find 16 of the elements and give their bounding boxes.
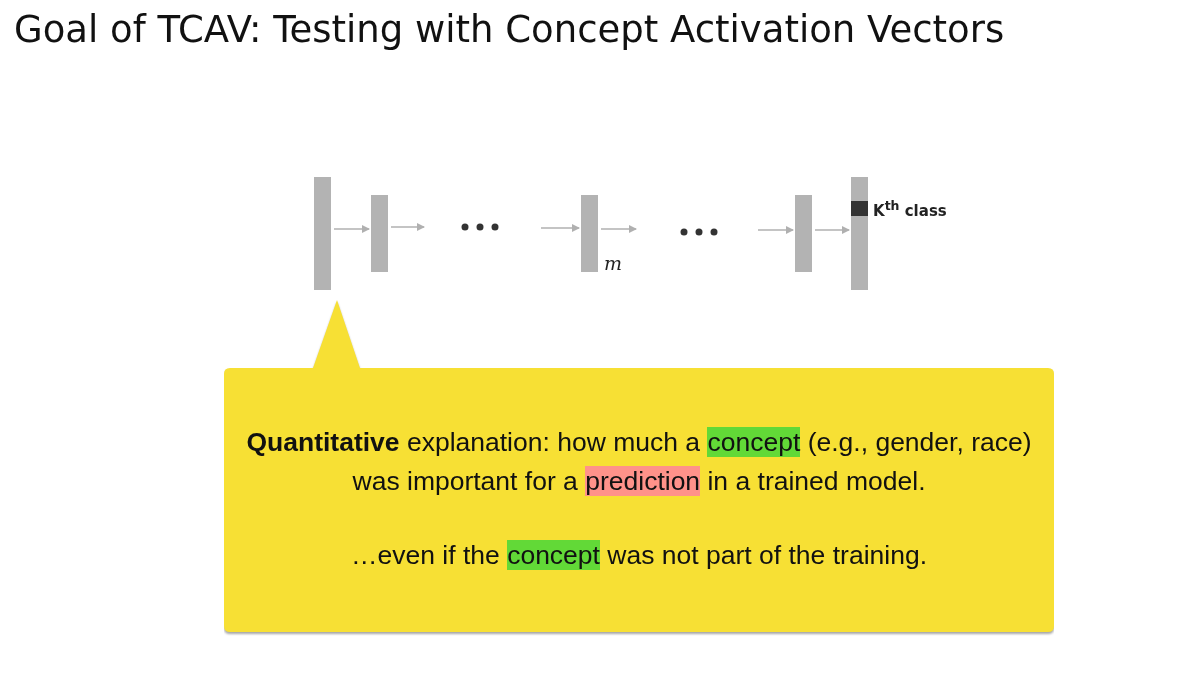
callout-bubble [224, 300, 1054, 632]
arrow [333, 225, 370, 233]
callout-text: …even if the concept was not part of the training. [350, 539, 928, 572]
arrow [540, 224, 580, 232]
arrow [757, 226, 794, 234]
layer-bar [851, 177, 868, 290]
arrow [390, 223, 425, 231]
arrow [600, 225, 637, 233]
layer-bar [581, 195, 598, 272]
slide-title: Goal of TCAV: Testing with Concept Activation Vectors [14, 8, 1005, 51]
layer-label: m [604, 252, 623, 274]
class-label: K$^{th}$ class [873, 198, 947, 220]
layer-bar [371, 195, 388, 272]
layer-bar [795, 195, 812, 272]
layer-bar [314, 177, 331, 290]
arrow [814, 226, 850, 234]
